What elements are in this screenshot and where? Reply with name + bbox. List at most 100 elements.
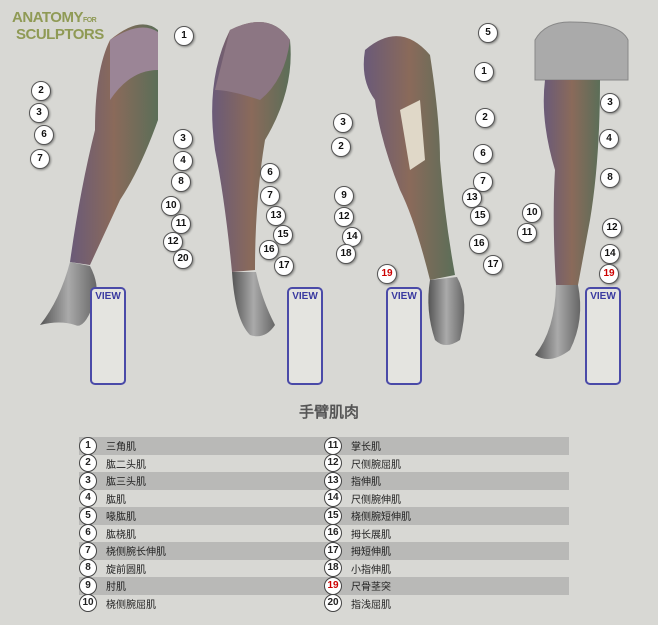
legend-muscle-name: 旋前圆肌 xyxy=(106,564,146,576)
legend-number: 3 xyxy=(79,471,97,490)
legend-muscle-name: 拇短伸肌 xyxy=(351,547,391,559)
legend-item: 10 桡侧腕屈肌 xyxy=(79,594,324,613)
callout-11: 11 xyxy=(517,223,537,243)
callout-2: 2 xyxy=(475,108,495,128)
callout-3: 3 xyxy=(333,113,353,133)
legend-item: 4 肱肌 xyxy=(79,489,324,508)
legend-item: 18 小指伸肌 xyxy=(324,559,569,578)
legend-item: 14 尺侧腕伸肌 xyxy=(324,489,569,508)
callout-4: 4 xyxy=(599,129,619,149)
callout-13: 13 xyxy=(266,206,286,226)
callout-6: 6 xyxy=(34,125,54,145)
legend-number: 12 xyxy=(324,454,342,473)
legend-number: 13 xyxy=(324,471,342,490)
callout-19: 19 xyxy=(377,264,397,284)
legend-row: 8 旋前圆肌 18 小指伸肌 xyxy=(79,559,569,578)
arm-back-view xyxy=(363,36,465,345)
legend-muscle-name: 桡侧腕短伸肌 xyxy=(351,512,411,524)
legend-item: 16 拇长展肌 xyxy=(324,524,569,543)
callout-18: 18 xyxy=(336,244,356,264)
callout-4: 4 xyxy=(173,151,193,171)
legend-muscle-name: 肱二头肌 xyxy=(106,459,146,471)
legend-number: 1 xyxy=(79,436,97,455)
callout-8: 8 xyxy=(171,172,191,192)
callout-2: 2 xyxy=(331,137,351,157)
callout-11: 11 xyxy=(171,214,191,234)
callout-16: 16 xyxy=(469,234,489,254)
legend-number: 18 xyxy=(324,559,342,578)
view-thumbnail-lateral: VIEW xyxy=(287,287,323,385)
callout-1: 1 xyxy=(174,26,194,46)
logo: ANATOMYFOR SCULPTORS xyxy=(12,9,104,43)
legend-number: 14 xyxy=(324,489,342,508)
legend-number: 6 xyxy=(79,524,97,543)
callout-13: 13 xyxy=(462,188,482,208)
legend-muscle-name: 拇长展肌 xyxy=(351,529,391,541)
view-thumbnail-medial: VIEW xyxy=(585,287,621,385)
legend-muscle-name: 肱桡肌 xyxy=(106,529,136,541)
view-thumbnail-back: VIEW xyxy=(386,287,422,385)
legend-number: 17 xyxy=(324,541,342,560)
callout-7: 7 xyxy=(260,186,280,206)
callout-10: 10 xyxy=(522,203,542,223)
callout-15: 15 xyxy=(470,206,490,226)
callout-10: 10 xyxy=(161,196,181,216)
legend-muscle-name: 桡侧腕屈肌 xyxy=(106,599,156,611)
legend-muscle-name: 小指伸肌 xyxy=(351,564,391,576)
legend-item: 13 指伸肌 xyxy=(324,471,569,490)
legend-number: 10 xyxy=(79,594,97,613)
legend-number: 5 xyxy=(79,506,97,525)
legend-item: 20 指浅屈肌 xyxy=(324,594,569,613)
legend-row: 6 肱桡肌 16 拇长展肌 xyxy=(79,524,569,543)
callout-12: 12 xyxy=(602,218,622,238)
legend-item: 8 旋前圆肌 xyxy=(79,559,324,578)
legend-item: 2 肱二头肌 xyxy=(79,454,324,473)
callout-15: 15 xyxy=(273,225,293,245)
callout-3: 3 xyxy=(173,129,193,149)
callout-1: 1 xyxy=(474,62,494,82)
callout-3: 3 xyxy=(29,103,49,123)
callout-8: 8 xyxy=(600,168,620,188)
callout-14: 14 xyxy=(600,244,620,264)
legend-muscle-name: 三角肌 xyxy=(106,442,136,454)
legend-muscle-name: 指伸肌 xyxy=(351,477,381,489)
legend-number: 4 xyxy=(79,489,97,508)
legend-number: 11 xyxy=(324,436,342,455)
callout-17: 17 xyxy=(483,255,503,275)
legend-number: 15 xyxy=(324,506,342,525)
page-title: 手臂肌肉 xyxy=(298,403,359,421)
legend-number: 8 xyxy=(79,559,97,578)
legend-item: 12 尺侧腕屈肌 xyxy=(324,454,569,473)
legend-muscle-name: 肱肌 xyxy=(106,494,126,506)
legend-row: 10 桡侧腕屈肌 20 指浅屈肌 xyxy=(79,594,569,613)
legend-number: 2 xyxy=(79,454,97,473)
legend-number: 16 xyxy=(324,524,342,543)
callout-17: 17 xyxy=(274,256,294,276)
arm-illustrations xyxy=(40,21,629,359)
legend-item: 6 肱桡肌 xyxy=(79,524,324,543)
callout-6: 6 xyxy=(473,144,493,164)
arm-medial-view xyxy=(534,21,629,359)
legend-row: 4 肱肌 14 尺侧腕伸肌 xyxy=(79,489,569,508)
callout-19: 19 xyxy=(599,264,619,284)
legend-muscle-name: 指浅屈肌 xyxy=(351,599,391,611)
arm-front-view xyxy=(40,24,158,326)
legend-item: 17 拇短伸肌 xyxy=(324,541,569,560)
legend-muscle-name: 尺侧腕屈肌 xyxy=(351,459,401,471)
legend-number: 20 xyxy=(324,594,342,613)
legend-muscle-name: 尺侧腕伸肌 xyxy=(351,494,401,506)
arm-lateral-view xyxy=(212,22,291,337)
callout-5: 5 xyxy=(478,23,498,43)
legend-number: 19 xyxy=(324,576,342,595)
